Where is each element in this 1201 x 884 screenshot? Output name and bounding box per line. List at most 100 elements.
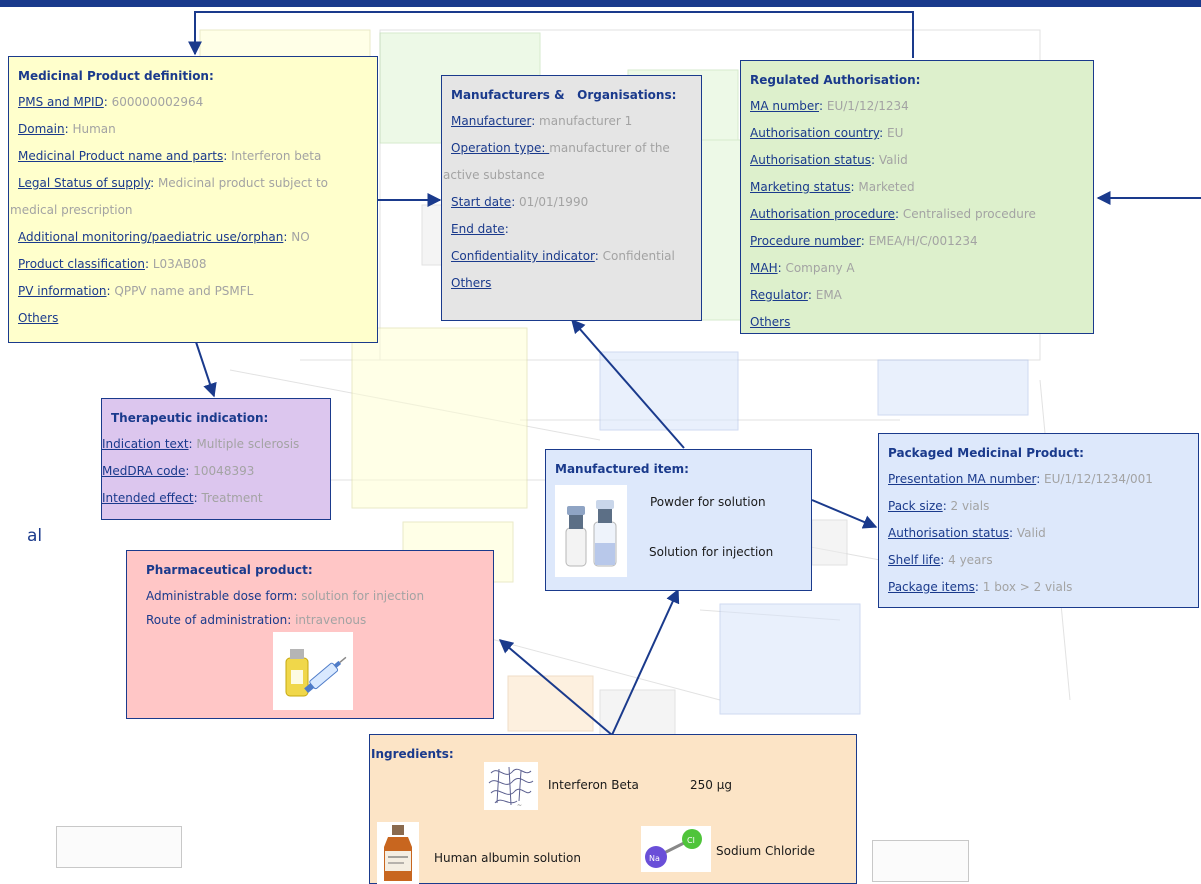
field-row: Legal Status of supply: Medicinal produc…	[10, 176, 328, 217]
field-value: 1 box > 2 vials	[982, 580, 1073, 594]
additional-monitoring-link[interactable]: Additional monitoring/paediatric use/orp…	[18, 230, 284, 244]
field-row: Procedure number: EMEA/H/C/001234	[750, 234, 978, 248]
authorisation-status-link[interactable]: Authorisation status	[888, 526, 1010, 540]
legal-status-link[interactable]: Legal Status of supply	[18, 176, 151, 190]
protein-structure-image: ~	[484, 762, 538, 810]
field-row: Authorisation procedure: Centralised pro…	[750, 207, 1036, 221]
injection-image	[273, 632, 353, 710]
field-value: EMA	[815, 288, 842, 302]
pms-mpid-link[interactable]: PMS and MPID	[18, 95, 104, 109]
regulator-link[interactable]: Regulator	[750, 288, 808, 302]
syringe-vial-icon	[285, 649, 347, 697]
product-classification-link[interactable]: Product classification	[18, 257, 145, 271]
box-title: Ingredients:	[371, 747, 454, 761]
box-title: Therapeutic indication:	[111, 411, 269, 425]
field-row: MAH: Company A	[750, 261, 855, 275]
start-date-link[interactable]: Start date	[451, 195, 512, 209]
field-value: EU/1/12/1234	[826, 99, 909, 113]
package-items-link[interactable]: Package items	[888, 580, 975, 594]
box-title: Pharmaceutical product:	[146, 563, 313, 577]
vials-image	[555, 485, 627, 577]
diagram-note-right	[872, 840, 969, 882]
shelf-life-link[interactable]: Shelf life	[888, 553, 941, 567]
field-row: Others	[750, 309, 1084, 333]
molecule-icon: Na Cl	[645, 829, 702, 868]
box-title: Medicinal Product definition:	[18, 69, 214, 83]
field-row: Domain: Human	[18, 122, 116, 136]
field-value: Confidential	[602, 249, 675, 263]
operation-type-link[interactable]: Operation type:	[451, 141, 550, 155]
field-value: Centralised procedure	[902, 207, 1036, 221]
field-row: Start date: 01/01/1990	[451, 195, 589, 209]
powder-text: Powder for solution	[650, 495, 766, 509]
diagram-note-left	[56, 826, 182, 868]
meddra-code-link[interactable]: MedDRA code	[102, 464, 186, 478]
field-row: Presentation MA number: EU/1/12/1234/001	[888, 472, 1153, 486]
medicinal-product-definition-box: Medicinal Product definition: PMS and MP…	[8, 56, 378, 343]
field-row: Authorisation status: Valid	[750, 153, 908, 167]
field-row: Others	[18, 305, 368, 332]
end-date-link[interactable]: End date	[451, 222, 505, 236]
field-row: Medicinal Product name and parts: Interf…	[18, 149, 322, 163]
dose-form-label: Administrable dose form	[146, 589, 294, 603]
field-row: End date:	[451, 222, 509, 236]
bottle-icon	[384, 825, 412, 881]
authorisation-procedure-link[interactable]: Authorisation procedure	[750, 207, 896, 221]
albumin-bottle-image	[377, 822, 419, 884]
others-link[interactable]: Others	[750, 315, 791, 329]
confidentiality-indicator-link[interactable]: Confidentiality indicator	[451, 249, 595, 263]
authorisation-status-link[interactable]: Authorisation status	[750, 153, 872, 167]
manufacturer-link[interactable]: Manufacturer	[451, 114, 532, 128]
others-link[interactable]: Others	[451, 276, 492, 290]
field-row: Confidentiality indicator: Confidential	[451, 249, 675, 263]
field-row: Shelf life: 4 years	[888, 553, 993, 567]
box-title: Packaged Medicinal Product:	[888, 446, 1084, 460]
field-row: Route of administration: intravenous	[146, 613, 367, 627]
field-value: Company A	[785, 261, 855, 275]
field-value: L03AB08	[152, 257, 207, 271]
field-row: Authorisation country: EU	[750, 126, 904, 140]
top-bar	[0, 0, 1201, 7]
field-row: Authorisation status: Valid	[888, 526, 1046, 540]
packaged-medicinal-product-box: Packaged Medicinal Product: Presentation…	[878, 433, 1199, 608]
domain-link[interactable]: Domain	[18, 122, 65, 136]
presentation-ma-number-link[interactable]: Presentation MA number	[888, 472, 1037, 486]
field-value: EU/1/12/1234/001	[1044, 472, 1153, 486]
procedure-number-link[interactable]: Procedure number	[750, 234, 861, 248]
product-name-link[interactable]: Medicinal Product name and parts	[18, 149, 224, 163]
field-value: Valid	[878, 153, 908, 167]
field-value: QPPV name and PSMFL	[114, 284, 254, 298]
field-value: 01/01/1990	[519, 195, 589, 209]
field-value: 10048393	[193, 464, 255, 478]
field-value: Medicinal product subject to medical pre…	[10, 176, 328, 217]
sodium-chloride-text: Sodium Chloride	[716, 844, 815, 858]
field-row: Others	[451, 270, 692, 297]
field-row: Manufacturer: manufacturer 1	[451, 114, 633, 128]
field-row: Indication text: Multiple sclerosis	[102, 437, 300, 451]
authorisation-country-link[interactable]: Authorisation country	[750, 126, 880, 140]
indication-text-link[interactable]: Indication text	[102, 437, 189, 451]
ma-number-link[interactable]: MA number	[750, 99, 819, 113]
field-value: Marketed	[858, 180, 915, 194]
field-row: Administrable dose form: solution for in…	[146, 589, 425, 603]
field-value: EU	[887, 126, 904, 140]
field-value: 4 years	[948, 553, 993, 567]
field-row: Operation type: manufacturer of the acti…	[443, 135, 692, 189]
mah-link[interactable]: MAH	[750, 261, 778, 275]
field-row: Marketing status: Marketed	[750, 180, 915, 194]
field-value: Human	[72, 122, 116, 136]
field-row: PMS and MPID: 600000002964	[18, 95, 204, 109]
regulated-authorisation-box: Regulated Authorisation: MA number: EU/1…	[740, 60, 1094, 334]
others-link[interactable]: Others	[18, 311, 59, 325]
pack-size-link[interactable]: Pack size	[888, 499, 943, 513]
albumin-text: Human albumin solution	[434, 851, 581, 865]
interferon-beta-text: Interferon Beta	[548, 778, 639, 792]
therapeutic-indication-box: Therapeutic indication: Indication text:…	[101, 398, 331, 520]
cl-symbol: Cl	[687, 836, 695, 845]
field-row: Product classification: L03AB08	[18, 257, 207, 271]
pv-information-link[interactable]: PV information	[18, 284, 107, 298]
marketing-status-link[interactable]: Marketing status	[750, 180, 851, 194]
svg-text:~: ~	[517, 802, 522, 809]
intended-effect-link[interactable]: Intended effect	[102, 491, 194, 505]
